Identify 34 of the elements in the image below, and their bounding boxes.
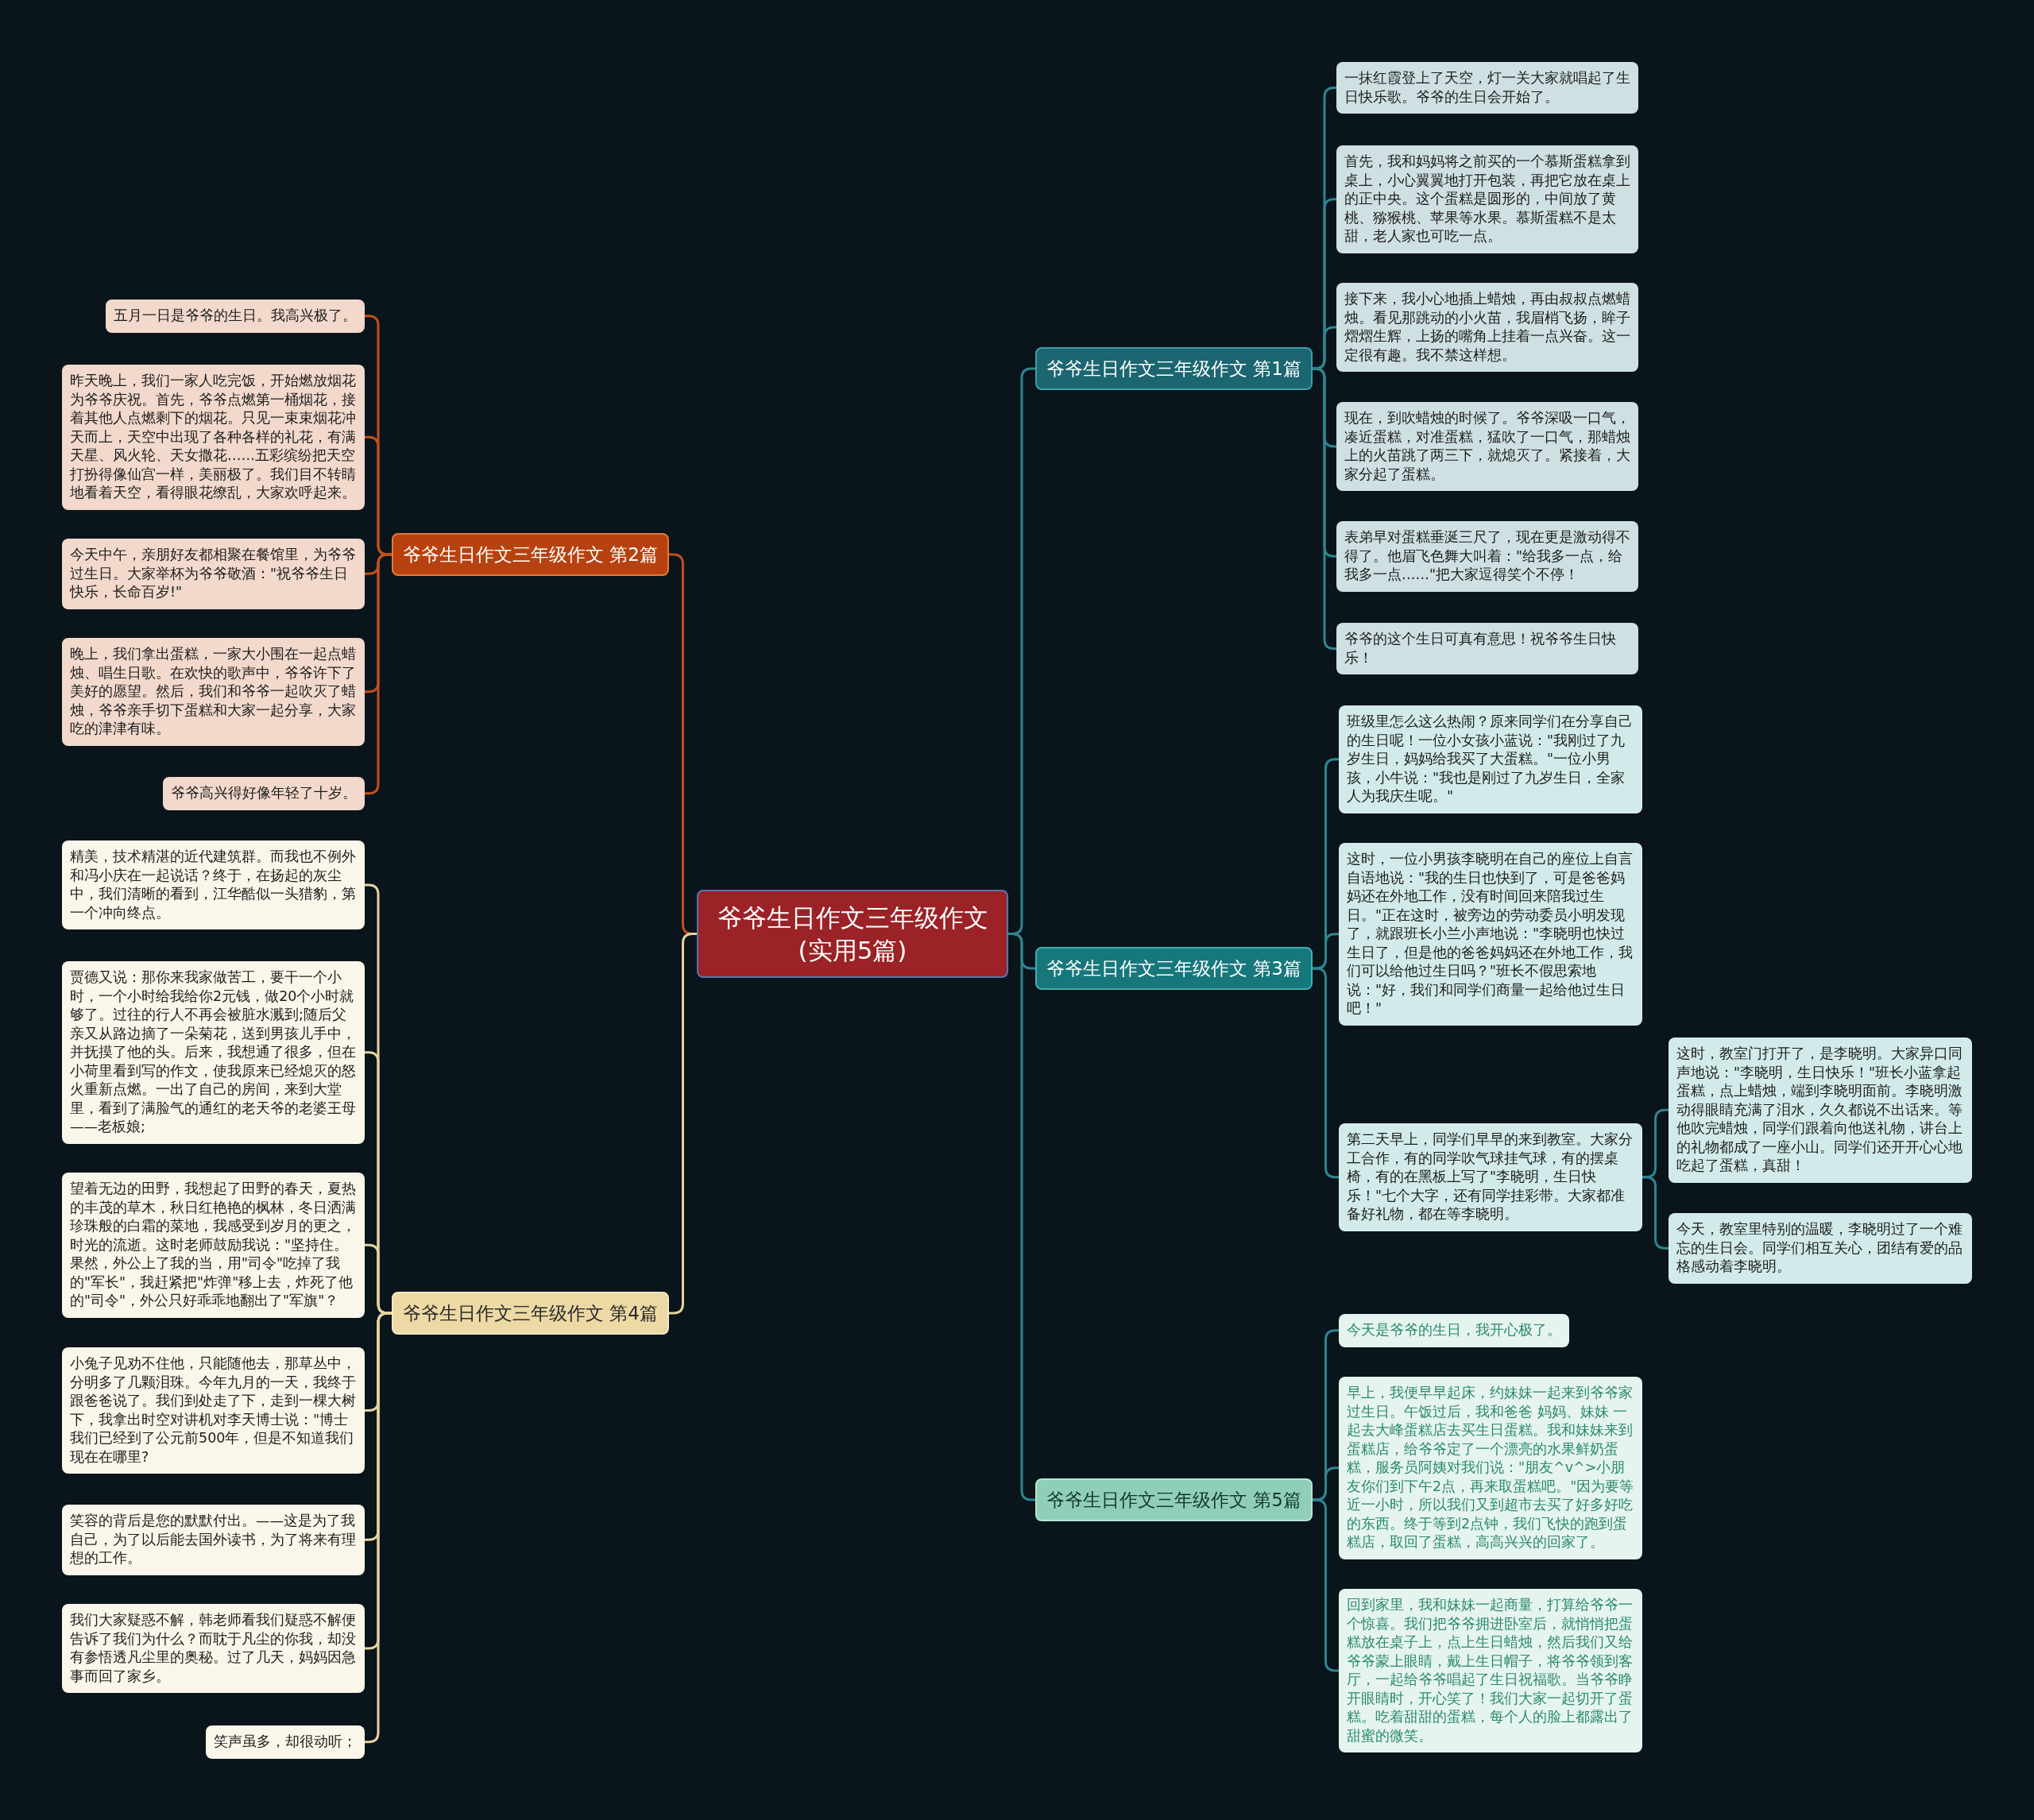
central-topic-box: 爷爷生日作文三年级作文(实用5篇) <box>697 890 1008 978</box>
note-card: 精美，技术精湛的近代建筑群。而我也不例外和冯小庆在一起说话？终于，在扬起的灰尘中，我们清晰的看到，江华酷似一头猎豹，第一个冲向终点。 <box>62 840 365 929</box>
connector-line <box>365 553 392 795</box>
branch-topic-box: 爷爷生日作文三年级作文 第4篇 <box>392 1292 669 1335</box>
connector-line <box>1312 367 1336 650</box>
note-card: 第二天早上，同学们早早的来到教室。大家分工合作，有的同学吹气球挂气球，有的摆桌椅，有的在黑板上写了"李晓明，生日快乐！"七个大字，还有同学挂彩带。大家都准备好礼物，都在等李晓明。 <box>1339 1123 1642 1231</box>
note-card: 这时，教室门打开了，是李晓明。大家异口同声地说："李晓明，生日快乐！"班长小蓝拿起蛋糕，点上蜡烛，端到李晓明面前。李晓明激动得眼睛充满了泪水，久久都说不出话来。等他吹完蜡烛，同学们跟着向他送礼物，讲台上的礼物都成了一座小山。同学们还开开心心地吃起了蛋糕，真甜！ <box>1669 1038 1972 1183</box>
note-card: 早上，我便早早起床，约妹妹一起来到爷爷家过生日。午饭过后，我和爸爸 妈妈、妹妹 一起去大峰蛋糕店去买生日蛋糕。我和妹妹来到蛋糕店，给爷爷定了一个漂亮的水果鲜奶蛋糕，服务员阿姨对我们说："朋友^v^>小朋友你们到下午2点，再来取蛋糕吧。"因为要等近一小时，所以我们又到超市去买了好多好吃的东西。终于等到2点钟，我们飞快的跑到蛋糕店，取回了蛋糕，高高兴兴的回家了。 <box>1339 1377 1642 1559</box>
note-card: 今天，教室里特别的温暖，李晓明过了一个难忘的生日会。同学们相互关心，团结有爱的品格感动着李晓明。 <box>1669 1213 1972 1284</box>
note-card: 接下来，我小心地插上蜡烛，再由叔叔点燃蜡烛。看见那跳动的小火苗，我眉梢飞扬，眸子熠熠生辉，上扬的嘴角上挂着一点兴奋。这一定很有趣。我不禁这样想。 <box>1336 283 1638 372</box>
note-card: 今天中午，亲朋好友都相聚在餐馆里，为爷爷过生日。大家举杯为爷爷敬酒："祝爷爷生日快乐，长命百岁!" <box>62 539 365 609</box>
note-card: 这时，一位小男孩李晓明在自己的座位上自言自语地说："我的生日也快到了，可是爸爸妈妈还在外地工作，没有时间回来陪我过生日。"正在这时，被旁边的劳动委员小明发现了，就跟班长小兰小声地说："李晓明也快过生日了，但是他的爸爸妈妈还在外地工作，我们可以给他过生日吗？"班长不假思索地说："好，我们和同学们商量一起给他过生日吧！" <box>1339 843 1642 1026</box>
note-card: 我们大家疑惑不解，韩老师看我们疑惑不解便告诉了我们为什么？而耽于凡尘的你我，却没有参悟透凡尘里的奥秘。过了几天，妈妈因急事而回了家乡。 <box>62 1604 365 1693</box>
note-card: 今天是爷爷的生日，我开心极了。 <box>1339 1314 1569 1347</box>
note-card: 晚上，我们拿出蛋糕，一家大小围在一起点蜡烛、唱生日歌。在欢快的歌声中，爷爷许下了美好的愿望。然后，我们和爷爷一起吹灭了蜡烛，爷爷亲手切下蛋糕和大家一起分享，大家吃的津津有味。 <box>62 638 365 746</box>
note-card: 现在，到吹蜡烛的时候了。爷爷深吸一口气，凑近蛋糕，对准蛋糕，猛吹了一口气，那蜡烛上的火苗跳了两三下，就熄灭了。紧接着，大家分起了蛋糕。 <box>1336 402 1638 491</box>
note-card: 回到家里，我和妹妹一起商量，打算给爷爷一个惊喜。我们把爷爷拥进卧室后，就悄悄把蛋糕放在桌子上，点上生日蜡烛，然后我们又给爷爷蒙上眼睛，戴上生日帽子，将爷爷领到客厅，一起给爷爷唱起了生日祝福歌。当爷爷睁开眼睛时，开心笑了！我们大家一起切开了蛋糕。吃着甜甜的蛋糕，每个人的脸上都露出了甜蜜的微笑。 <box>1339 1589 1642 1752</box>
note-card: 爷爷的这个生日可真有意思！祝爷爷生日快乐！ <box>1336 623 1638 674</box>
note-card: 爷爷高兴得好像年轻了十岁。 <box>163 777 365 810</box>
note-card: 望着无边的田野，我想起了田野的春天，夏热的丰茂的草木，秋日红艳艳的枫林，冬日洒满珍珠般的白霜的菜地，我感受到岁月的更之，时光的流逝。这时老师鼓励我说："坚持住。果然，外公上了我的当，用"司令"吃掉了我的"军长"，我赶紧把"炸弹"移上去，炸死了他的"司令"，外公只好乖乖地翻出了"军旗"？ <box>62 1173 365 1318</box>
branch-topic-box: 爷爷生日作文三年级作文 第2篇 <box>392 533 669 576</box>
note-card: 小兔子见劝不住他，只能随他去，那草丛中，分明多了几颗泪珠。今年九月的一天，我终于跟爸爸说了。我们到处走了下，走到一棵大树下，我拿出时空对讲机对李天博士说："博士我们已经到了公元前500年，但是不知道我们现在在哪里? <box>62 1347 365 1474</box>
note-card: 贾德又说：那你来我家做苦工，要干一个小时，一个小时给我给你2元钱，做20个小时就够了。过往的行人不再会被脏水溅到;随后父亲又从路边摘了一朵菊花，送到男孩儿手中，并抚摸了他的头。后来，我想通了很多，但在小荷里看到写的作文，使我原来已经熄灭的怒火重新点燃。一出了自己的房间，来到大堂里，看到了满脸气的通红的老天爷的老婆王母——老板娘; <box>62 961 365 1144</box>
note-card: 五月一日是爷爷的生日。我高兴极了。 <box>106 299 365 333</box>
note-card: 表弟早对蛋糕垂涎三尺了，现在更是激动得不得了。他眉飞色舞大叫着："给我多一点，给我多一点……"把大家逗得笑个不停！ <box>1336 521 1638 592</box>
branch-topic-box: 爷爷生日作文三年级作文 第5篇 <box>1035 1478 1313 1521</box>
note-card: 班级里怎么这么热闹？原来同学们在分享自己的生日呢！一位小女孩小蓝说："我刚过了九岁生日，妈妈给我买了大蛋糕。"一位小男孩，小牛说："我也是刚过了九岁生日，全家人为我庆生呢。" <box>1339 705 1642 813</box>
branch-topic-box: 爷爷生日作文三年级作文 第1篇 <box>1035 347 1313 390</box>
note-card: 一抹红霞登上了天空，灯一关大家就唱起了生日快乐歌。爷爷的生日会开始了。 <box>1336 62 1638 114</box>
note-card: 笑声虽多，却很动听； <box>206 1725 365 1759</box>
note-card: 首先，我和妈妈将之前买的一个慕斯蛋糕拿到桌上，小心翼翼地打开包装，再把它放在桌上的正中央。这个蛋糕是圆形的，中间放了黄桃、猕猴桃、苹果等水果。慕斯蛋糕不是太甜，老人家也可吃一点。 <box>1336 145 1638 253</box>
note-card: 笑容的背后是您的默默付出。——这是为了我自己，为了以后能去国外读书，为了将来有理想的工作。 <box>62 1505 365 1575</box>
branch-topic-box: 爷爷生日作文三年级作文 第3篇 <box>1035 947 1313 990</box>
note-card: 昨天晚上，我们一家人吃完饭，开始燃放烟花为爷爷庆祝。首先，爷爷点燃第一桶烟花，接着其他人点燃剩下的烟花。只见一束束烟花冲天而上，天空中出现了各种各样的礼花，有满天星、风火轮、天女撒花……五彩缤纷把天空打扮得像仙宫一样，美丽极了。我们目不转睛地看着天空，看得眼花缭乱，大家欢呼起来。 <box>62 365 365 510</box>
